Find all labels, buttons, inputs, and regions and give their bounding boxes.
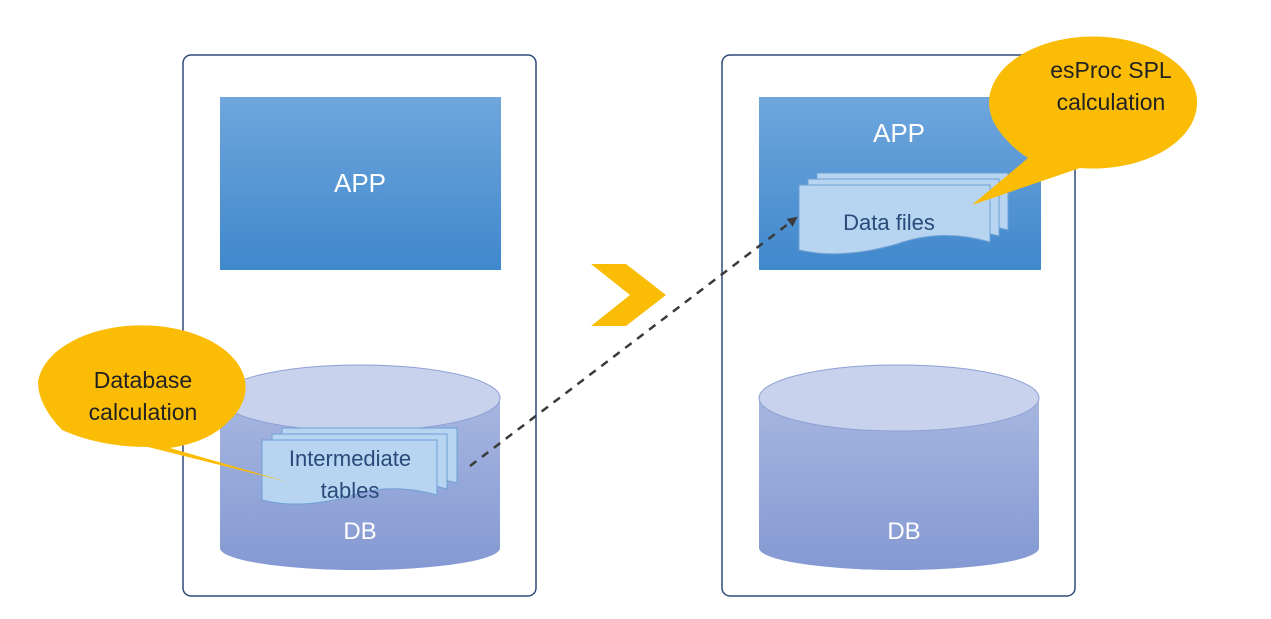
- left-app-label: APP: [334, 168, 386, 198]
- left-db-label: DB: [343, 518, 376, 545]
- intermediate-tables-stack: [261, 427, 458, 505]
- esproc-calculation-callout: [972, 36, 1198, 205]
- data-files-label: Data files: [843, 210, 935, 235]
- intermediate-tables-label-line1: Intermediate: [289, 446, 411, 471]
- left-panel: APP DB Intermediate tables Database calc…: [38, 54, 537, 597]
- right-db-cylinder: [758, 364, 1040, 570]
- esproc-callout-line1: esProc SPL: [1050, 57, 1172, 83]
- esproc-callout-line2: calculation: [1057, 89, 1166, 115]
- database-callout-line1: Database: [94, 367, 192, 393]
- right-panel: APP Data files DB esProc SPL calculation: [721, 36, 1198, 597]
- database-calculation-callout: [38, 325, 288, 482]
- right-db-label: DB: [887, 518, 920, 545]
- right-app-label: APP: [873, 118, 925, 148]
- intermediate-tables-label-line2: tables: [321, 478, 380, 503]
- database-callout-line2: calculation: [89, 399, 198, 425]
- chevron-right-icon: [591, 264, 666, 326]
- data-files-stack: [798, 172, 1009, 255]
- left-app-box: [220, 97, 501, 270]
